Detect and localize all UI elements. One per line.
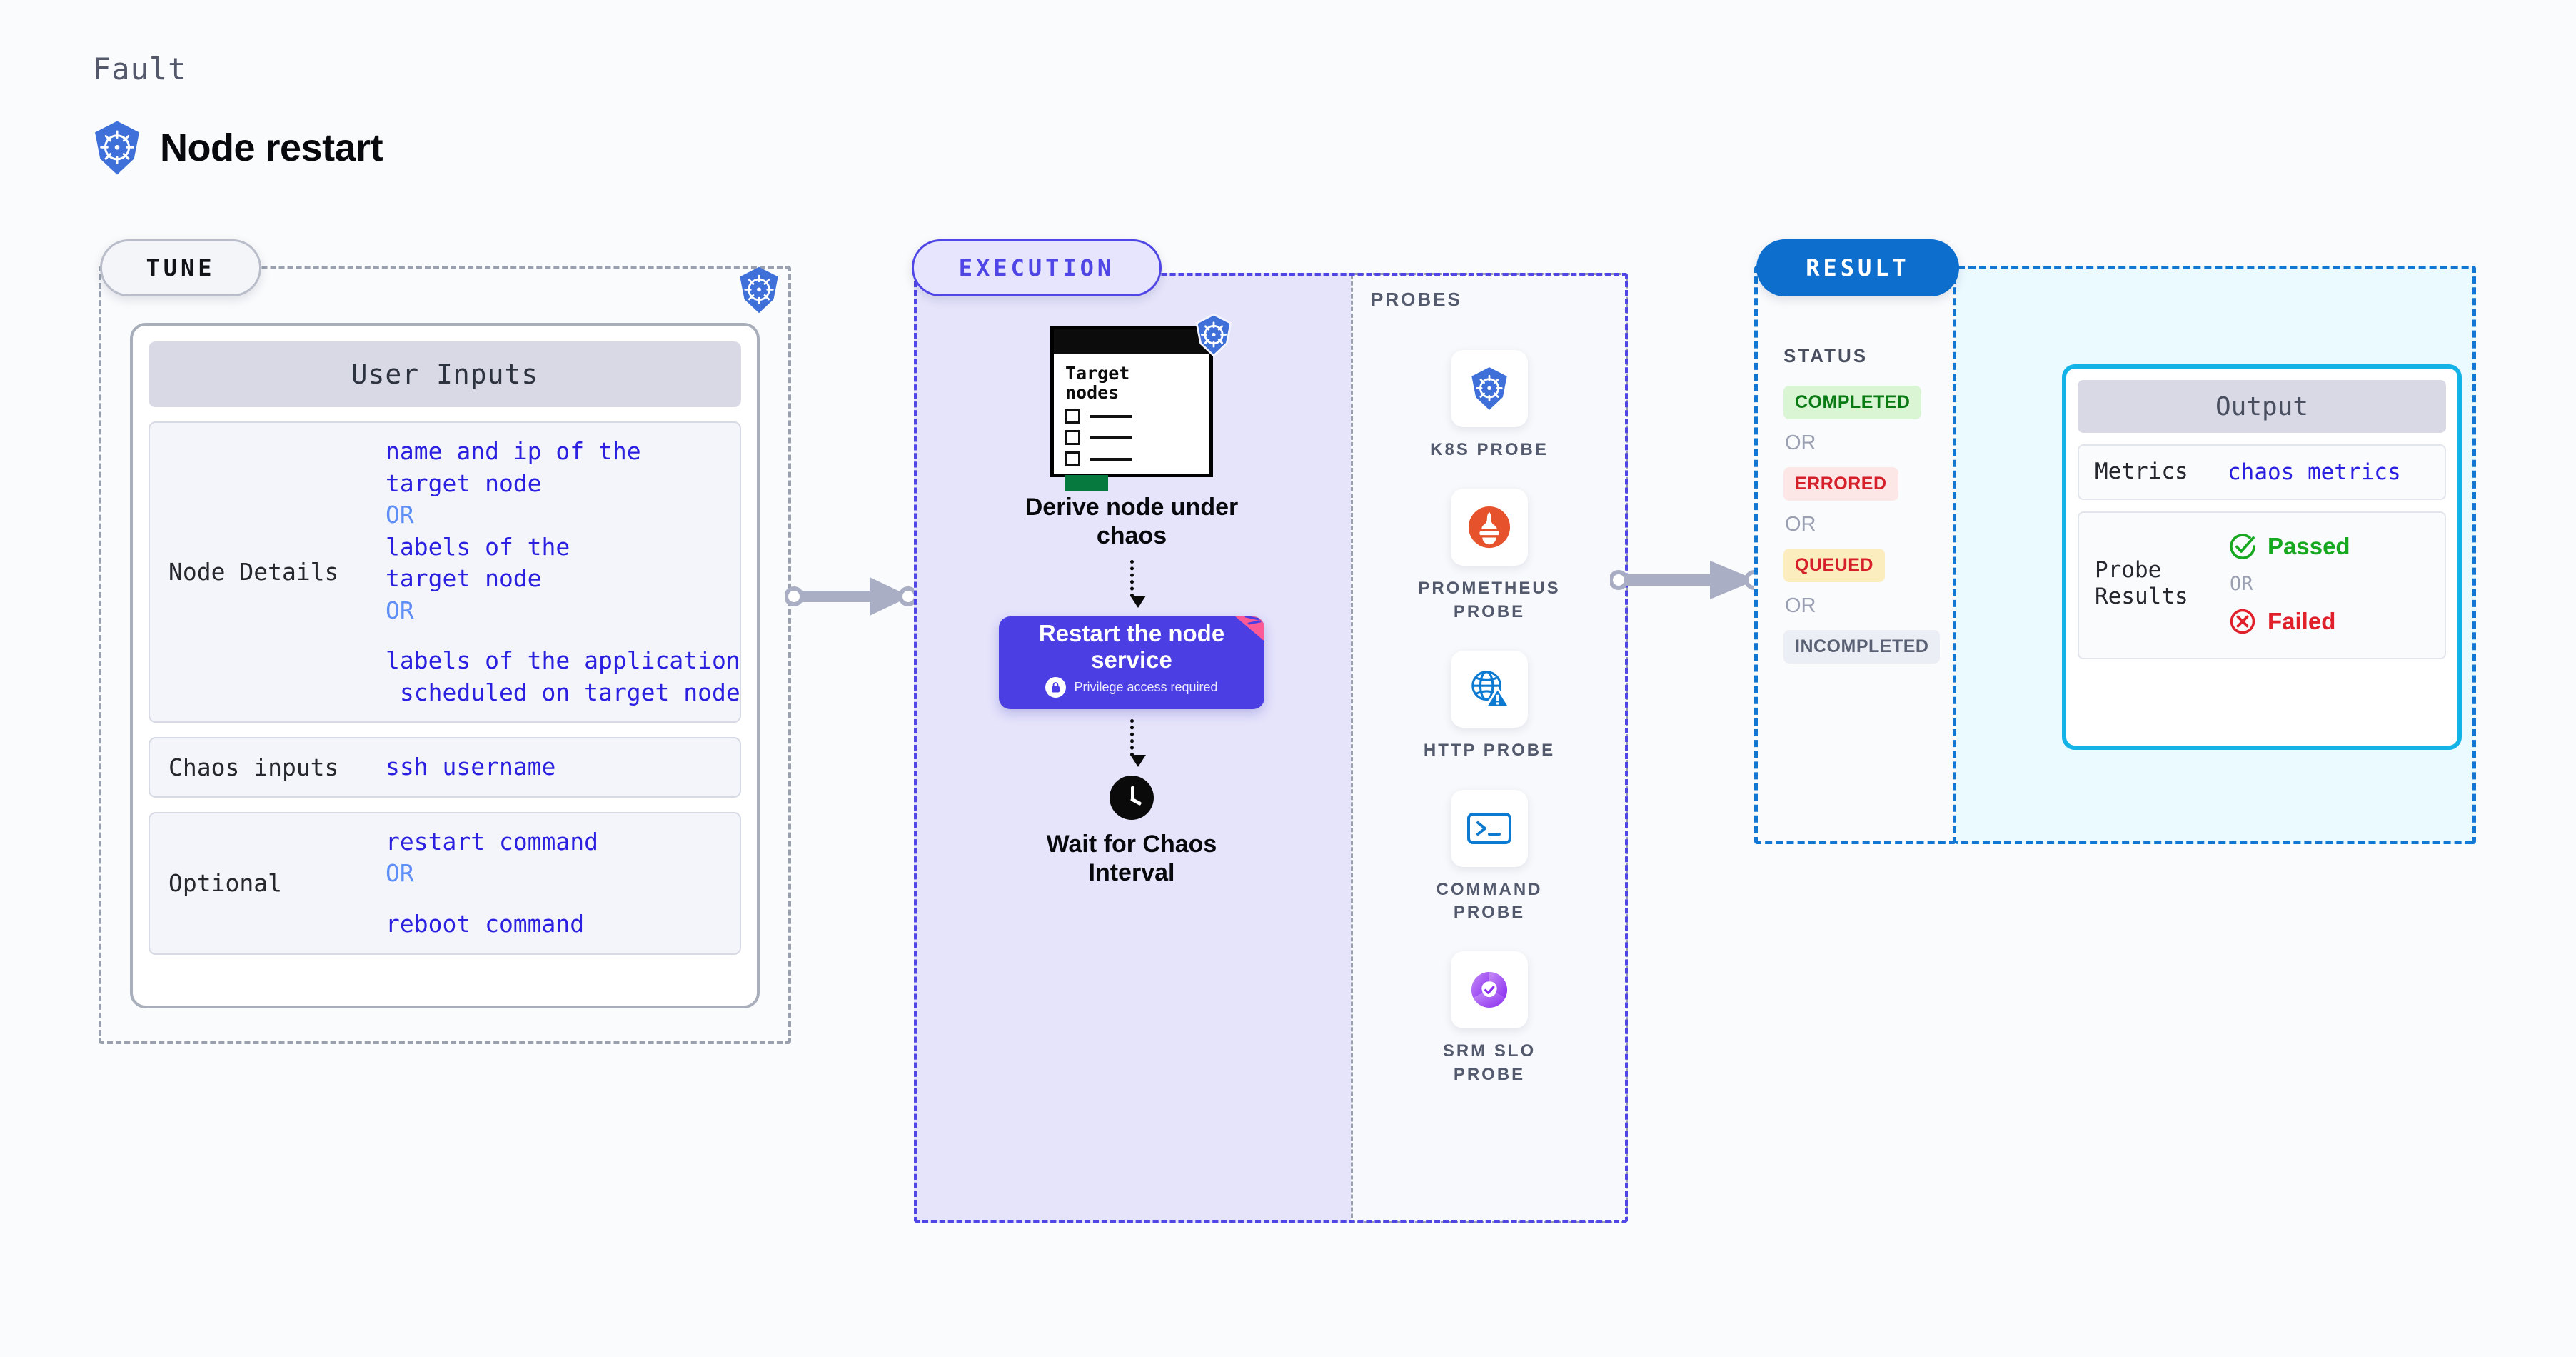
- execution-flow: Target nodes: [914, 273, 1349, 887]
- connector-execution-to-result: [1610, 555, 1767, 605]
- terminal-icon: [1451, 789, 1528, 867]
- target-node-row: [1065, 451, 1209, 466]
- tune-value: name and ip of the target node: [386, 437, 641, 497]
- or-separator: OR: [386, 501, 414, 529]
- corner-ribbon-icon: [1235, 616, 1264, 641]
- kubernetes-icon: [1451, 350, 1528, 427]
- clock-icon: [1110, 776, 1154, 821]
- output-title: Output: [2078, 380, 2446, 433]
- checkbox-icon: [1065, 451, 1080, 466]
- tune-row: Node Details name and ip of the target no…: [149, 421, 741, 723]
- kubernetes-icon: [91, 120, 143, 176]
- tune-row: Chaos inputs ssh username: [149, 737, 741, 798]
- tune-value: reboot command: [386, 910, 585, 938]
- green-bar: [1065, 475, 1108, 491]
- tune-value: ssh username: [386, 753, 556, 781]
- checkbox-icon: [1065, 409, 1080, 424]
- checkbox-icon: [1065, 430, 1080, 445]
- connector-tune-to-execution: [785, 571, 921, 621]
- probe-result-passed: Passed: [2228, 531, 2445, 561]
- output-row-metrics: Metrics chaos metrics: [2078, 444, 2446, 500]
- tune-value: restart command: [386, 827, 599, 856]
- flow-arrow-down: [1130, 719, 1146, 768]
- output-key-probe-results: Probe Results: [2095, 556, 2188, 610]
- tune-row-values: ssh username: [386, 751, 740, 783]
- status-title: STATUS: [1783, 345, 1868, 366]
- prometheus-icon: [1451, 489, 1528, 566]
- target-node-row: [1065, 409, 1209, 424]
- status-badge: INCOMPLETED: [1783, 630, 1941, 664]
- page-title-row: Node restart: [91, 120, 383, 176]
- status-badge: QUEUED: [1783, 549, 1885, 582]
- page-title: Node restart: [160, 126, 383, 169]
- result-pill[interactable]: RESULT: [1756, 239, 1959, 296]
- probe-label: COMMAND PROBE: [1436, 879, 1543, 922]
- output-card: Output Metrics chaos metrics Probe Resul…: [2062, 364, 2462, 750]
- probes-title: PROBES: [1371, 289, 1462, 310]
- probe-item[interactable]: SRM SLO PROBE: [1351, 951, 1628, 1086]
- probe-label: K8S PROBE: [1430, 440, 1549, 459]
- probe-item[interactable]: PROMETHEUS PROBE: [1351, 489, 1628, 624]
- probe-result-or: OR: [2230, 572, 2253, 595]
- status-badge: ERRORED: [1783, 467, 1898, 501]
- output-row-probe-results: Probe Results Passed OR Failed: [2078, 511, 2446, 659]
- probe-item[interactable]: HTTP PROBE: [1351, 651, 1628, 762]
- spacer: [386, 626, 740, 645]
- target-nodes-titlebar: [1054, 329, 1209, 354]
- probes-list: K8S PROBE PROMETHEUS PROBE HTTP PROBE CO…: [1351, 323, 1628, 1086]
- step-label-restart: Restart the node service: [1038, 620, 1225, 674]
- srm-slo-icon: [1451, 951, 1528, 1029]
- target-kubernetes-icon: [1194, 313, 1234, 360]
- target-nodes-card: Target nodes: [1050, 313, 1232, 491]
- probe-item[interactable]: COMMAND PROBE: [1351, 789, 1628, 925]
- http-globe-warning-icon: [1451, 651, 1528, 728]
- line-placeholder: [1090, 414, 1132, 418]
- page-eyebrow: Fault: [93, 51, 187, 86]
- tune-pill[interactable]: TUNE: [100, 239, 261, 296]
- tune-value: labels of the target node: [386, 532, 570, 593]
- step-restart-node-service[interactable]: Restart the node service Privilege acces…: [999, 616, 1264, 710]
- probe-result-passed-label: Passed: [2268, 532, 2350, 559]
- status-badge-list: COMPLETED OR ERRORED OR QUEUED OR INCOMPLETED: [1783, 386, 1948, 664]
- or-separator: OR: [386, 859, 414, 888]
- lock-icon: [1045, 677, 1067, 698]
- tune-row-key: Optional: [168, 868, 282, 897]
- x-circle-icon: [2230, 609, 2255, 634]
- probe-label: PROMETHEUS PROBE: [1418, 579, 1561, 621]
- execution-pill[interactable]: EXECUTION: [912, 239, 1162, 296]
- or-separator: OR: [1785, 513, 1816, 536]
- spacer: [386, 890, 740, 908]
- step-sublabel-restart: Privilege access required: [1074, 680, 1218, 695]
- output-key-metrics: Metrics: [2095, 459, 2188, 484]
- step-label-wait: Wait for Chaos Interval: [1046, 831, 1217, 887]
- tune-rows: Node Details name and ip of the target no…: [133, 421, 757, 955]
- tune-row-key: Node Details: [168, 558, 339, 586]
- tune-value: labels of the application scheduled on t…: [386, 646, 740, 706]
- or-separator: OR: [386, 596, 414, 624]
- or-separator: OR: [1785, 594, 1816, 617]
- user-inputs-title: User Inputs: [149, 341, 741, 407]
- tune-row-key: Chaos inputs: [168, 753, 339, 781]
- probe-item[interactable]: K8S PROBE: [1351, 350, 1628, 461]
- line-placeholder: [1090, 436, 1132, 439]
- probe-result-failed: Failed: [2228, 606, 2445, 636]
- check-circle-icon: [2230, 534, 2255, 559]
- output-value-metrics: chaos metrics: [2228, 459, 2401, 485]
- line-placeholder: [1090, 457, 1132, 461]
- probe-label: SRM SLO PROBE: [1442, 1041, 1536, 1084]
- or-separator: OR: [1785, 431, 1816, 454]
- tune-kubernetes-icon: [737, 266, 781, 318]
- target-nodes-title: Target nodes: [1065, 363, 1130, 403]
- flow-arrow-down: [1130, 560, 1146, 609]
- user-inputs-card: User Inputs Node Details name and ip of t…: [130, 323, 760, 1008]
- status-badge: COMPLETED: [1783, 386, 1922, 419]
- probe-label: HTTP PROBE: [1423, 741, 1556, 761]
- probe-result-failed-label: Failed: [2268, 607, 2336, 634]
- step-label-derive: Derive node under chaos: [1025, 494, 1239, 550]
- target-node-row: [1065, 430, 1209, 445]
